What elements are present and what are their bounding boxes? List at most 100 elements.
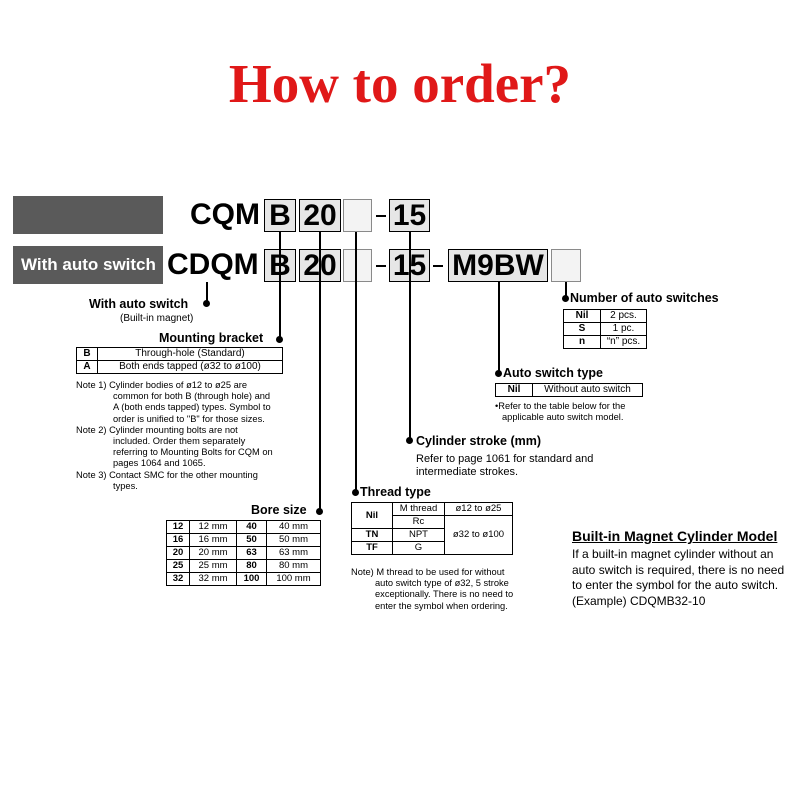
bore-desc-cell: 32 mm (188, 572, 238, 586)
table-row: n “n” pcs. (563, 335, 647, 349)
bore-code-cell: 16 (166, 533, 190, 547)
num-auto-switches-title: Number of auto switches (570, 291, 719, 305)
row2-num-slot (551, 249, 581, 282)
row2-dash-1 (376, 265, 386, 267)
num-desc-cell: 1 pc. (600, 322, 647, 336)
row2-switch-model: M9BW (448, 249, 548, 282)
num-code-cell: S (563, 322, 601, 336)
note-line: •Refer to the table below for the (495, 401, 626, 411)
num-desc-cell: 2 pcs. (600, 309, 647, 323)
with-auto-switch-title: With auto switch (89, 297, 189, 311)
bore-code-cell: 100 (236, 572, 267, 586)
text-line: If a built-in magnet cylinder without an (572, 547, 774, 561)
row2-dash-2 (433, 265, 443, 267)
thread-code-cell: TN (351, 528, 393, 542)
mount-code-cell: A (76, 360, 98, 374)
note-line: common for both B (through hole) and (113, 391, 271, 402)
bore-desc-cell: 20 mm (188, 546, 238, 560)
mounting-bracket-table: B Through-hole (Standard) A Both ends ta… (76, 347, 283, 374)
row2-prefix: CDQM (167, 248, 259, 281)
cylinder-stroke-text: Refer to page 1061 for standard and inte… (416, 453, 593, 479)
thread-type-title: Thread type (360, 485, 431, 499)
note-line: enter the symbol when ordering. (375, 600, 508, 611)
num-switch-dot (562, 295, 569, 302)
bore-desc-cell: 63 mm (265, 546, 322, 560)
bore-connector-line (319, 232, 321, 512)
num-switch-connector-line (565, 282, 567, 298)
table-row: 25 25 mm 80 80 mm (166, 559, 322, 573)
thread-connector-line (355, 232, 357, 490)
note-line: types. (113, 480, 138, 491)
mount-dot (276, 336, 283, 343)
bore-desc-cell: 25 mm (188, 559, 238, 573)
mount-code-cell: B (76, 347, 98, 361)
bore-code-cell: 12 (166, 520, 190, 534)
row1-dash (376, 215, 386, 217)
row1-bore-code: 20 (299, 199, 341, 232)
row1-thread-slot (343, 199, 372, 232)
bore-code-cell: 80 (236, 559, 267, 573)
row2-label-bar: With auto switch (13, 246, 163, 284)
note-line: A (both ends tapped) types. Symbol to (113, 402, 271, 413)
bore-desc-cell: 16 mm (188, 533, 238, 547)
with-switch-dot (203, 300, 210, 307)
table-row: 12 12 mm 40 40 mm (166, 520, 322, 534)
mount-desc-cell: Both ends tapped (ø32 to ø100) (97, 360, 283, 374)
num-auto-switches-table: Nil 2 pcs. S 1 pc. n “n” pcs. (563, 309, 647, 349)
thread-code-cell: TF (351, 541, 393, 555)
switch-type-dot (495, 370, 502, 377)
text-line: to enter the symbol for the auto switch. (572, 578, 779, 592)
note-line: referring to Mounting Bolts for CQM on (113, 447, 273, 458)
cylinder-stroke-title: Cylinder stroke (mm) (416, 434, 542, 448)
magnet-model-text: If a built-in magnet cylinder without an… (572, 547, 794, 609)
note-line: exceptionally. There is no need to (375, 589, 514, 600)
table-row: TF G (351, 541, 513, 555)
bore-desc-cell: 40 mm (265, 520, 322, 534)
note-line: applicable auto switch model. (502, 412, 624, 423)
stroke-dot (406, 437, 413, 444)
table-row: A Both ends tapped (ø32 to ø100) (76, 360, 283, 374)
thread-dot (352, 489, 359, 496)
bore-code-cell: 25 (166, 559, 190, 573)
magnet-model-title: Built-in Magnet Cylinder Model (572, 528, 778, 544)
switch-desc-cell: Without auto switch (532, 383, 643, 397)
row2-bore-code: 20 (299, 249, 341, 282)
mount-desc-cell: Through-hole (Standard) (97, 347, 283, 361)
bore-desc-cell: 50 mm (265, 533, 322, 547)
table-row: 16 16 mm 50 50 mm (166, 533, 322, 547)
table-row: TN NPT (351, 528, 513, 542)
table-row: 32 32 mm 100 100 mm (166, 572, 322, 586)
note-line: pages 1064 and 1065. (113, 458, 206, 469)
mount-connector-line (279, 232, 281, 339)
text-line: Refer to page 1061 for standard and (416, 453, 594, 465)
table-row: Nil 2 pcs. (563, 309, 647, 323)
thread-code-cell: Nil (351, 502, 393, 529)
bore-code-cell: 63 (236, 546, 267, 560)
bore-code-cell: 40 (236, 520, 267, 534)
thread-note: Note) M thread to be used for without au… (351, 567, 551, 612)
mounting-bracket-title: Mounting bracket (159, 331, 264, 345)
with-switch-connector-line (206, 282, 208, 302)
mounting-notes: Note 1) Cylinder bodies of ø12 to ø25 ar… (76, 380, 286, 492)
auto-switch-type-table: Nil Without auto switch (495, 383, 643, 397)
bore-code-cell: 50 (236, 533, 267, 547)
bore-desc-cell: 100 mm (265, 572, 322, 586)
thread-range-cell: ø32 to ø100 (443, 515, 514, 555)
table-row: Nil M thread ø12 to ø25 (351, 502, 514, 529)
bore-size-table: 12 12 mm 40 40 mm 16 16 mm 50 50 mm 20 2… (166, 520, 322, 586)
switch-type-connector-line (498, 282, 500, 372)
row1-label-bar (13, 196, 163, 234)
bore-desc-cell: 12 mm (188, 520, 238, 534)
bore-code-cell: 20 (166, 546, 190, 560)
table-row: 20 20 mm 63 63 mm (166, 546, 322, 560)
note-line: auto switch type of ø32, 5 stroke (375, 578, 509, 589)
note-line: Note) M thread to be used for without (351, 567, 505, 577)
auto-switch-note: •Refer to the table below for the applic… (495, 401, 655, 423)
bore-dot (316, 508, 323, 515)
thread-type-table: Nil M thread ø12 to ø25 Rc ø32 to ø100 T… (351, 502, 514, 555)
row1-prefix: CQM (190, 198, 260, 231)
text-line: auto switch is required, there is no nee… (572, 562, 785, 577)
note-line: included. Order them separately (113, 436, 246, 447)
num-desc-cell: “n” pcs. (600, 335, 647, 349)
note-line: Note 2) Cylinder mounting bolts are not (76, 424, 238, 435)
